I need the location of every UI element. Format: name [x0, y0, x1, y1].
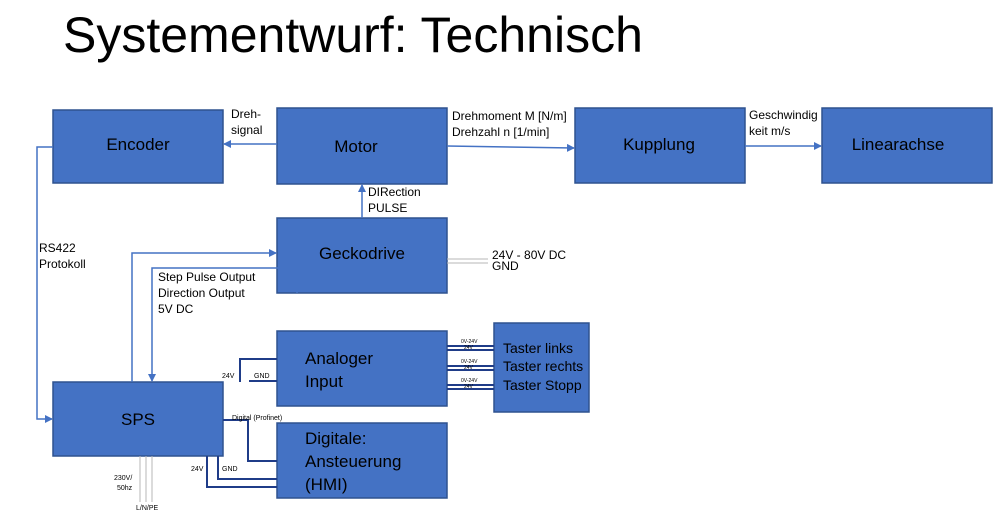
taster-rechts: Taster rechts [503, 358, 583, 374]
sps-analog-gnd-label: GND [254, 373, 270, 380]
kupplung-box [574, 107, 746, 184]
kupplung-label: Kupplung [623, 135, 695, 154]
sps-digital-gnd-label: GND [222, 466, 238, 473]
geckodrive-to-sps-arrow [148, 267, 298, 382]
sps-analog-24v-label: 24V [222, 373, 235, 380]
encoder-label: Encoder [106, 135, 170, 154]
geckodrive-box [276, 217, 448, 294]
digital-profinet-label: Digital (Profinet) [232, 415, 282, 422]
taster-signal-label-5: 0V-24V [461, 378, 478, 384]
drehsignal-label-2: signal [231, 123, 262, 137]
sps-box [52, 381, 224, 457]
taster-links: Taster links [503, 340, 573, 356]
motor-to-kupplung-arrow [446, 143, 575, 152]
gecko-power-label: 24V - 80V DC [492, 248, 566, 262]
mains-voltage-label: 230V/ [114, 475, 132, 482]
geschwindigkeit-label-2: keit m/s [749, 124, 790, 138]
sps-label: SPS [121, 410, 155, 429]
linearachse-box [821, 107, 993, 184]
sps-digital-24v-label: 24V [191, 466, 204, 473]
mains-lines-label: L/N/PE [136, 505, 159, 512]
step-pulse-label: Step Pulse Output [158, 270, 256, 284]
pulse-label: PULSE [368, 201, 407, 215]
geckodrive-label: Geckodrive [319, 244, 405, 263]
encoder-to-sps-arrow [36, 146, 53, 423]
sps-digital-gnd-line [217, 456, 277, 480]
taster-stopp: Taster Stopp [503, 377, 582, 393]
taster-signal-label-1: 0V-24V [461, 339, 478, 345]
digital-control-line-2: Ansteuerung [305, 452, 401, 471]
five-v-dc-label: 5V DC [158, 302, 194, 316]
motor-label: Motor [334, 137, 378, 156]
rs422-label: RS422 [39, 241, 76, 255]
analog-input-line-2: Input [305, 372, 343, 391]
direction-label: DIRection [368, 185, 421, 199]
sps-digital-24v-line [206, 456, 277, 488]
sps-analog-gnd-line [249, 380, 277, 382]
encoder-box [52, 109, 224, 184]
taster-signal-label-2: 24V [464, 345, 474, 351]
sps-analog-24v-line [239, 358, 277, 382]
taster-signal-label-4: 24V [464, 365, 474, 371]
drehzahl-label: Drehzahl n [1/min] [452, 125, 549, 139]
sps-digital-profinet-line [223, 419, 277, 462]
geschwindigkeit-label-1: Geschwindig [749, 108, 818, 122]
slide-title: Systementwurf: Technisch [63, 7, 643, 63]
gecko-gnd-label: GND [492, 259, 519, 273]
digital-control-line-1: Digitale: [305, 429, 366, 448]
drehmoment-label: Drehmoment M [N/m] [452, 109, 567, 123]
linearachse-label: Linearachse [852, 135, 945, 154]
digital-control-line-3: (HMI) [305, 475, 347, 494]
taster-box [493, 322, 590, 413]
sps-to-geckodrive-arrow [131, 249, 277, 382]
mains-frequency-label: 50hz [117, 485, 133, 492]
analog-input-box [276, 330, 448, 407]
taster-signal-label-6: 24V [464, 384, 474, 390]
drehsignal-label-1: Dreh- [231, 107, 261, 121]
motor-box [276, 107, 448, 185]
direction-output-label: Direction Output [158, 286, 245, 300]
taster-signal-label-3: 0V-24V [461, 359, 478, 365]
analog-input-line-1: Analoger [305, 349, 373, 368]
protokoll-label: Protokoll [39, 257, 86, 271]
